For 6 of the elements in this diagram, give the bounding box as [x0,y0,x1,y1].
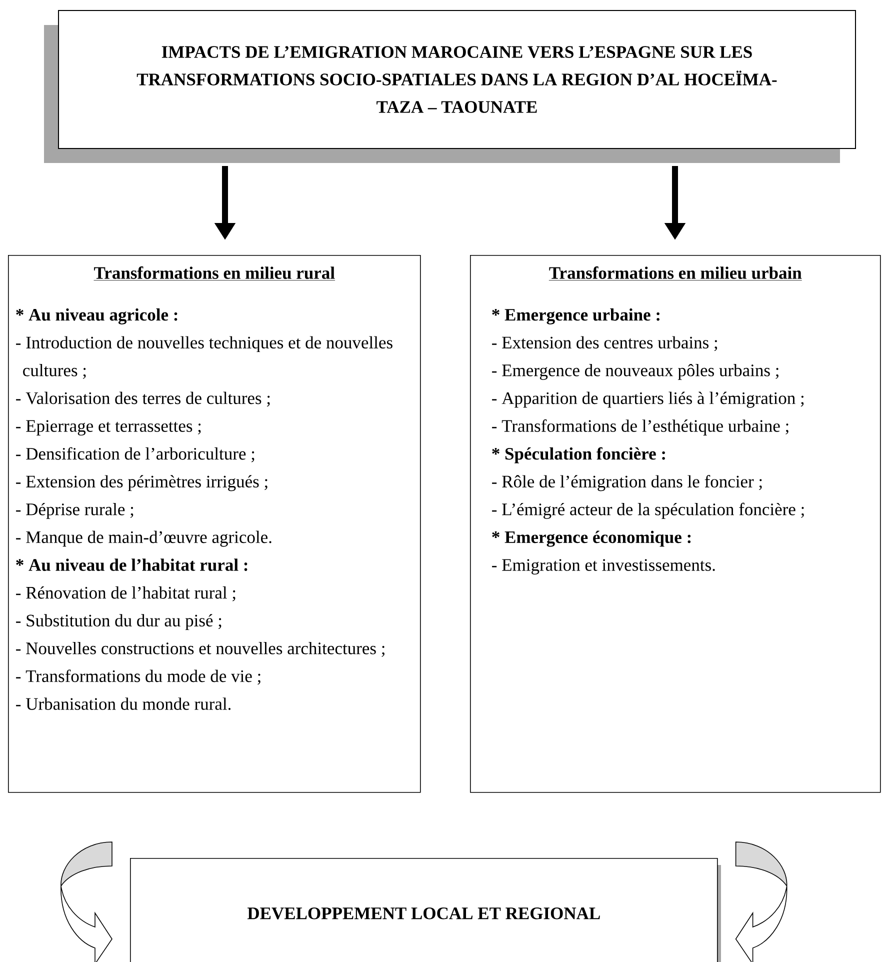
title-box: IMPACTS DE L’EMIGRATION MAROCAINE VERS L’ESPAGNE SUR LES TRANSFORMATIONS SOCIO-SPATIALES DANS LA REGION D’AL HOCEÏMA- TAZA – TAOUNATE [44,10,856,163]
curved-arrow [735,842,788,962]
result-box: DEVELOPPEMENT LOCAL ET REGIONAL [130,858,721,962]
text-box: Transformations en milieu urbain * Emergence urbaine : - Extension des centres urbains ; - Emergence de nouveaux pôles urbains ; - Apparition de quartiers liés à l’émigration ; - Transformations de l’esthétique urbaine ; * Spéculation foncière : - Rôle de l’émigration dans le foncier ; - L’émigré acteur de la spéculation foncière ; * Emergence économique : - Emigration et investissements. [470,255,881,793]
text-box: Transformations en milieu rural * Au niveau agricole : - Introduction de nouvelles techniques et de nouvelles cultures ; - Valorisation des terres de cultures ; - Epierrage et terrassettes ; - Densification de l’arboriculture ; - Extension des périmètres irrigués ; - Déprise rurale ; - Manque de main-d’œuvre agricole. * Au niveau de l’habitat rural : - Rénovation de l’habitat rural ; - Substitution du dur au pisé ; - Nouvelles constructions et nouvelles architectures ; - Transformations du mode de vie ; - Urbanisation du monde rural. [8,255,421,793]
curved-arrow [60,842,112,962]
